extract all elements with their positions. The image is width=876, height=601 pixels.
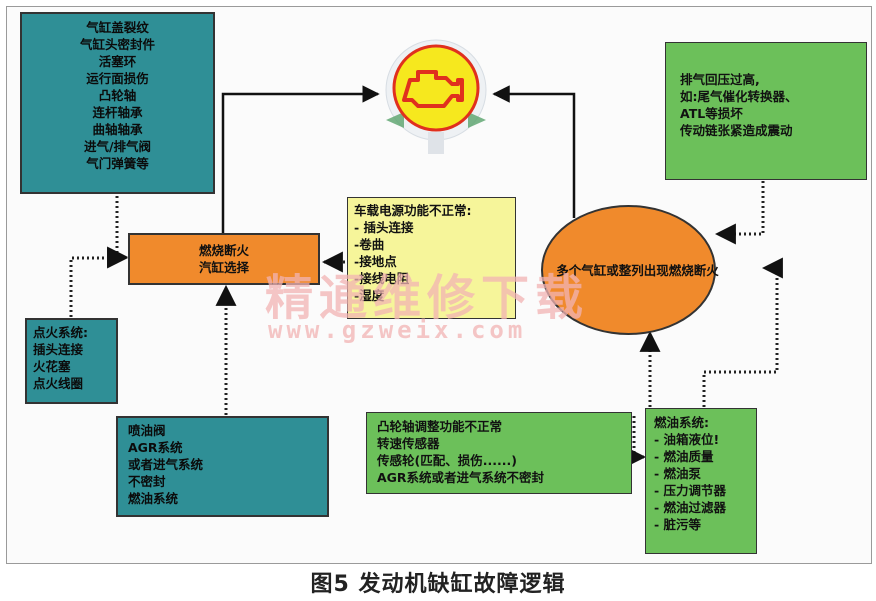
mechanical-cause: 气缸头密封件 xyxy=(79,37,155,52)
camshaft-sensor-box: 凸轮轴调整功能不正常 转速传感器 传感轮(匹配、损伤......) AGR系统或… xyxy=(366,412,632,494)
mechanical-causes-box: 气缸盖裂纹 气缸头密封件 活塞环 运行面损伤 凸轮轴 连杆轴承 曲轴轴承 进气/… xyxy=(20,12,215,194)
mechanical-cause: 曲轴轴承 xyxy=(92,122,143,137)
fuel-item: - 油箱液位! xyxy=(654,432,720,447)
power-item: - 插头连接 xyxy=(354,220,414,235)
exhaust-backpressure-box: 排气回压过高, 如:尾气催化转换器、 ATL等损坏 传动链张紧造成震动 xyxy=(665,42,867,180)
exhaust-item: ATL等损坏 xyxy=(680,106,743,121)
connector-ignition-to-misfire xyxy=(69,247,129,317)
ignition-system-box: 点火系统: 插头连接 火花塞 点火线圈 xyxy=(25,318,118,404)
mechanical-cause: 运行面损伤 xyxy=(86,71,149,86)
mechanical-cause: 气门弹簧等 xyxy=(86,156,149,171)
camshaft-item: 转速传感器 xyxy=(377,436,440,451)
figure-caption: 图5 发动机缺缸故障逻辑 xyxy=(310,572,566,597)
power-item: -卷曲 xyxy=(354,237,385,252)
connector-fuel-to-ellipse-b xyxy=(702,257,783,407)
injector-item: 燃油系统 xyxy=(128,491,179,506)
watermark-text: 精通维修下载 xyxy=(265,270,590,326)
connector-mechanical-to-misfire xyxy=(107,196,129,268)
mechanical-cause: 进气/排气阀 xyxy=(83,139,152,154)
fuel-item: 燃油系统: xyxy=(654,415,709,430)
misfire-box: 燃烧断火 汽缸选择 xyxy=(128,233,320,285)
camshaft-item: 凸轮轴调整功能不正常 xyxy=(377,419,503,434)
injector-system-box: 喷油阀 AGR系统 或者进气系统 不密封 燃油系统 xyxy=(116,416,329,517)
watermark-url: www.gzweix.com xyxy=(268,316,527,344)
misfire-label: 汽缸选择 xyxy=(198,260,249,275)
ignition-item: 火花塞 xyxy=(33,359,71,374)
fuel-item: - 脏污等 xyxy=(654,517,702,532)
camshaft-item: 传感轮(匹配、损伤......) xyxy=(377,453,517,468)
fuel-system-box: 燃油系统: - 油箱液位! - 燃油质量 - 燃油泵 - 压力调节器 - 燃油过… xyxy=(645,408,757,554)
exhaust-item: 排气回压过高, xyxy=(680,72,760,87)
connector-ellipse-to-light xyxy=(492,85,576,218)
engine-warning-light-icon xyxy=(385,39,487,154)
ignition-item: 插头连接 xyxy=(33,342,84,357)
injector-item: AGR系统 xyxy=(128,440,183,455)
misfire-label: 燃烧断火 xyxy=(198,243,249,258)
exhaust-item: 传动链张紧造成震动 xyxy=(680,123,793,138)
mechanical-cause: 活塞环 xyxy=(98,54,137,69)
power-item: -接线电阻 xyxy=(354,271,410,286)
power-item: -湿度 xyxy=(354,288,385,303)
injector-item: 或者进气系统 xyxy=(128,457,204,472)
ignition-item: 点火系统: xyxy=(33,325,88,340)
mechanical-cause: 连杆轴承 xyxy=(92,105,143,120)
camshaft-item: AGR系统或者进气系统不密封 xyxy=(377,470,545,485)
fuel-item: - 燃油质量 xyxy=(654,449,714,464)
power-supply-box: 车载电源功能不正常: - 插头连接 -卷曲 -接地点 -接线电阻 -湿度 xyxy=(347,197,516,319)
connector-exhaust-to-ellipse xyxy=(714,181,765,245)
connector-misfire-to-light xyxy=(221,85,380,233)
ignition-item: 点火线圈 xyxy=(33,376,84,391)
exhaust-item: 如:尾气催化转换器、 xyxy=(680,89,798,104)
multi-cylinder-misfire-ellipse: 多个气缸或整列出现燃烧断火 xyxy=(541,205,719,335)
fuel-item: - 燃油泵 xyxy=(654,466,702,481)
injector-item: 不密封 xyxy=(128,474,166,489)
connector-camshaft-to-fuel xyxy=(625,416,647,468)
fuel-item: - 压力调节器 xyxy=(654,483,727,498)
ellipse-label: 多个气缸或整列出现燃烧断火 xyxy=(556,262,719,278)
mechanical-cause: 凸轮轴 xyxy=(98,88,137,103)
injector-item: 喷油阀 xyxy=(128,423,166,438)
power-item: 车载电源功能不正常: xyxy=(354,203,472,218)
power-item: -接地点 xyxy=(354,254,397,269)
mechanical-cause: 气缸盖裂纹 xyxy=(86,20,149,35)
fuel-item: - 燃油过滤器 xyxy=(654,500,727,515)
